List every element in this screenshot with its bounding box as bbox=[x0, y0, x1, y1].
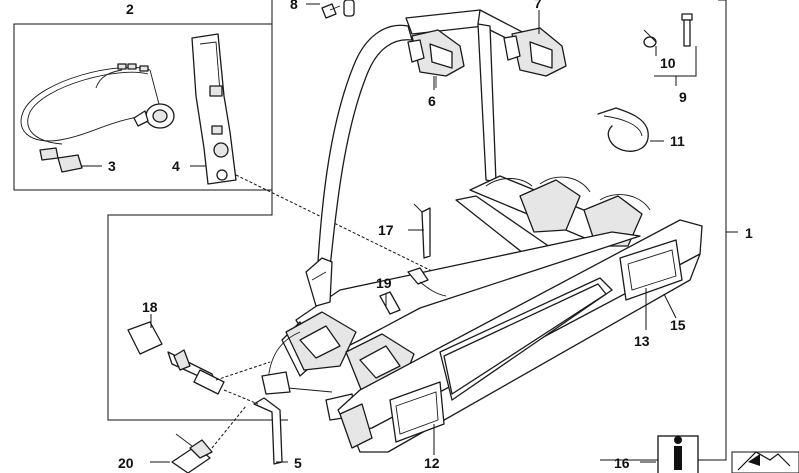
callout-15: 15 bbox=[670, 317, 686, 333]
callout-12: 12 bbox=[424, 455, 440, 471]
strap-clamp-part bbox=[597, 107, 649, 152]
info-icon bbox=[657, 435, 699, 473]
hex-key-part bbox=[253, 397, 283, 465]
connector-part bbox=[39, 147, 83, 173]
callout-1: 1 bbox=[745, 225, 753, 241]
callout-13: 13 bbox=[634, 333, 650, 349]
callout-9: 9 bbox=[679, 89, 687, 105]
callout-11: 11 bbox=[670, 133, 685, 149]
bolt-sleeve-part bbox=[127, 321, 225, 395]
callout-16: 16 bbox=[614, 455, 630, 471]
callout-7: 7 bbox=[534, 0, 542, 11]
frame-clamp-6-part bbox=[407, 29, 465, 88]
lamp-bar-part bbox=[337, 219, 703, 453]
rack-platform-part bbox=[261, 175, 651, 421]
callout-8: 8 bbox=[290, 0, 298, 12]
callout-5: 5 bbox=[294, 455, 302, 471]
callout-4: 4 bbox=[172, 158, 180, 174]
callout-6: 6 bbox=[428, 93, 436, 109]
callout-19: 19 bbox=[376, 275, 392, 291]
screw-washer-part bbox=[643, 13, 693, 48]
callout-18: 18 bbox=[142, 299, 158, 315]
callout-10: 10 bbox=[660, 55, 676, 71]
bolts-part bbox=[321, 0, 355, 19]
callout-2: 2 bbox=[126, 1, 134, 17]
frame-clamp-7-part bbox=[503, 27, 567, 77]
adapter-plug-part bbox=[171, 433, 213, 473]
callout-17: 17 bbox=[378, 222, 394, 238]
callout-20: 20 bbox=[118, 455, 134, 471]
pin-part bbox=[379, 267, 447, 315]
rack-assembly-bracket bbox=[107, 0, 288, 421]
callout-3: 3 bbox=[108, 158, 116, 174]
wiring-harness-part bbox=[20, 63, 175, 145]
allen-key-part bbox=[413, 203, 431, 259]
mounting-bracket-part bbox=[191, 33, 237, 185]
direction-arrow-icon bbox=[731, 451, 799, 473]
